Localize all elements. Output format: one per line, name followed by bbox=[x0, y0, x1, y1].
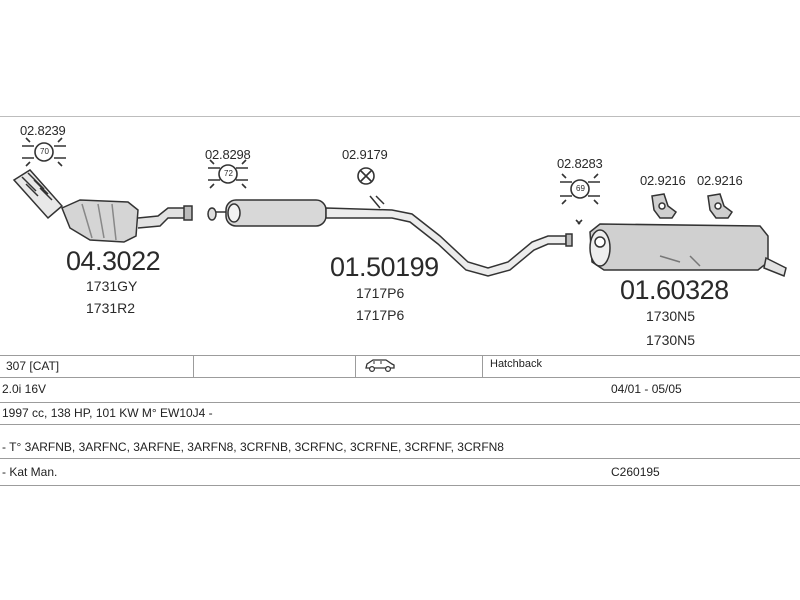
table-divider-1 bbox=[193, 355, 194, 377]
rear-ref-2: 1730N5 bbox=[646, 332, 696, 348]
table-top-line bbox=[0, 355, 800, 356]
specs-text: 1997 cc, 138 HP, 101 KW M° EW10J4 - bbox=[2, 406, 213, 420]
top-border bbox=[0, 116, 800, 117]
exhaust-diagram bbox=[12, 137, 787, 278]
hanger-a-icon bbox=[651, 193, 678, 219]
clamp-d-code: 02.8283 bbox=[557, 156, 603, 171]
note-text: - Kat Man. bbox=[2, 465, 58, 479]
catalyst-body bbox=[61, 199, 193, 243]
clamp-c-code: 02.9179 bbox=[342, 147, 388, 162]
hatchback-car-icon bbox=[364, 357, 396, 376]
row-line-2 bbox=[0, 402, 800, 403]
table-divider-2 bbox=[355, 355, 356, 377]
rear-muffler bbox=[589, 223, 787, 278]
hanger-a-code: 02.9216 bbox=[640, 173, 686, 188]
catalyst-ref-1: 1731GY bbox=[86, 278, 138, 294]
clamp-b-badge: 72 bbox=[224, 169, 233, 178]
catalyst-part-code: 04.3022 bbox=[66, 246, 161, 276]
middle-muffler bbox=[207, 195, 573, 277]
clamp-d-badge: 69 bbox=[576, 184, 585, 193]
clamp-70-icon bbox=[22, 137, 66, 167]
hanger-b-icon bbox=[707, 193, 734, 219]
table-divider-3 bbox=[482, 355, 483, 377]
type-codes-text: - T° 3ARFNB, 3ARFNC, 3ARFNE, 3ARFN8, 3CR… bbox=[2, 440, 504, 454]
model-text: 307 [CAT] bbox=[6, 359, 60, 373]
flex-pipe bbox=[12, 169, 64, 220]
row-line-5 bbox=[0, 485, 800, 486]
row-line-4 bbox=[0, 458, 800, 459]
clamp-a-badge: 70 bbox=[40, 147, 49, 156]
clamp-72-icon bbox=[208, 159, 248, 189]
middle-ref-2: 1717P6 bbox=[356, 307, 405, 323]
row-line-3 bbox=[0, 424, 800, 425]
clamp-69-icon bbox=[560, 173, 600, 225]
catalog-code-text: C260195 bbox=[611, 465, 660, 479]
info-row-specs: 1997 cc, 138 HP, 101 KW M° EW10J4 - bbox=[0, 402, 800, 424]
engine-text: 2.0i 16V bbox=[2, 382, 47, 396]
catalyst-ref-2: 1731R2 bbox=[86, 300, 136, 316]
middle-part-code: 01.50199 bbox=[330, 252, 439, 282]
info-row-types: - T° 3ARFNB, 3ARFNC, 3ARFNE, 3ARFN8, 3CR… bbox=[0, 436, 800, 458]
clamp-b-code: 02.8298 bbox=[205, 147, 251, 162]
info-row-engine: 2.0i 16V 04/01 - 05/05 bbox=[0, 378, 800, 400]
rear-part-code: 01.60328 bbox=[620, 275, 729, 305]
dates-text: 04/01 - 05/05 bbox=[611, 382, 682, 396]
body-type-text: Hatchback bbox=[490, 358, 542, 370]
info-row-note: - Kat Man. C260195 bbox=[0, 461, 800, 483]
middle-ref-1: 1717P6 bbox=[356, 285, 405, 301]
clamp-9179-icon bbox=[357, 167, 375, 185]
hanger-b-code: 02.9216 bbox=[697, 173, 743, 188]
rear-ref-1: 1730N5 bbox=[646, 308, 696, 324]
clamp-a-code: 02.8239 bbox=[20, 123, 66, 138]
info-row-model: 307 [CAT] Hatchback bbox=[0, 355, 800, 377]
row-line-1 bbox=[0, 377, 800, 378]
